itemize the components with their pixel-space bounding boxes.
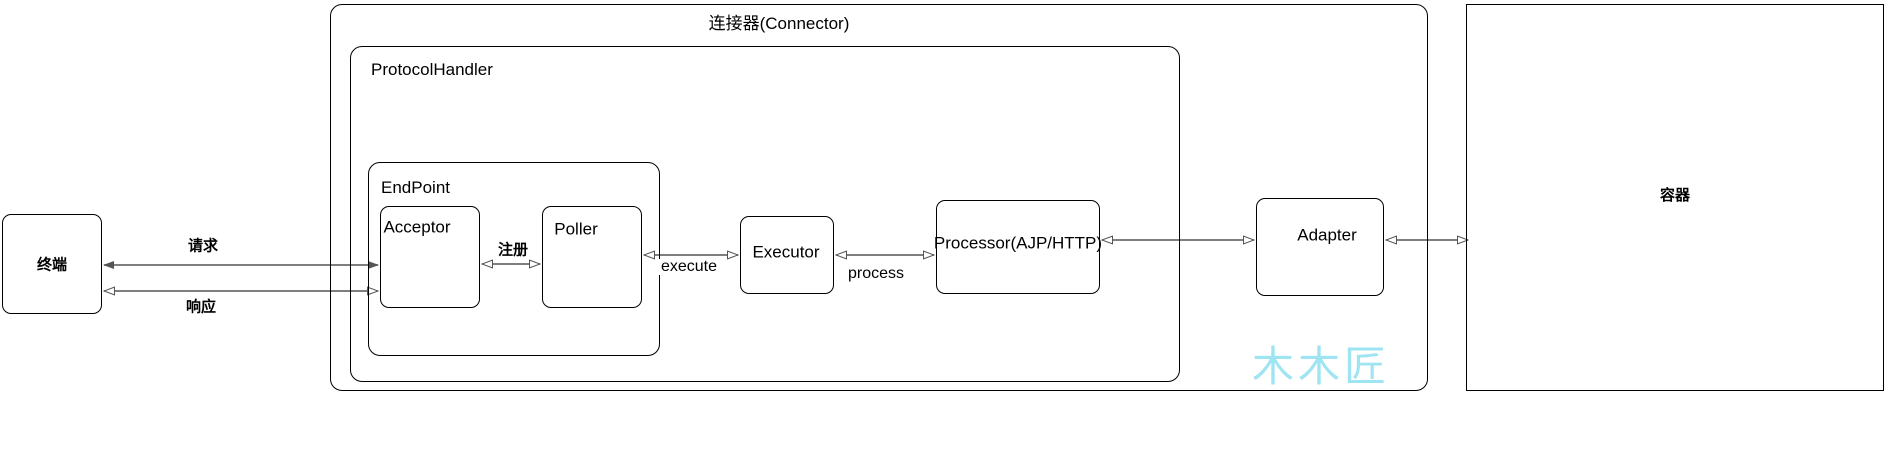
node-executor[interactable] <box>740 216 834 294</box>
node-processor-label: Processor(AJP/HTTP) <box>933 233 1103 253</box>
container-servlet-container <box>1466 4 1884 391</box>
edge-label-register: 注册 <box>494 242 532 258</box>
protocol-handler-title: ProtocolHandler <box>371 60 493 79</box>
container-connector <box>330 4 1428 391</box>
endpoint-title: EndPoint <box>381 178 450 197</box>
node-terminal-label: 终端 <box>36 255 68 274</box>
node-poller[interactable] <box>542 206 642 308</box>
node-acceptor[interactable] <box>380 206 480 308</box>
node-executor-label: Executor <box>752 242 820 262</box>
watermark-text: 木木匠 <box>1252 342 1391 391</box>
node-poller-label: Poller <box>554 219 598 239</box>
edge-label-execute: execute <box>657 259 721 275</box>
node-processor[interactable] <box>936 200 1100 294</box>
edge-label-response: 响应 <box>182 299 220 315</box>
container-protocol-handler <box>350 46 1180 382</box>
node-terminal[interactable] <box>2 214 102 314</box>
node-acceptor-label: Acceptor <box>383 217 451 237</box>
node-adapter[interactable] <box>1256 198 1384 296</box>
edge-label-request: 请求 <box>184 238 222 254</box>
node-adapter-label: Adapter <box>1297 225 1357 245</box>
edge-label-process: process <box>844 266 908 282</box>
servlet-container-title: 容器 <box>1659 186 1691 204</box>
connector-title: 连接器(Connector) <box>708 14 850 33</box>
